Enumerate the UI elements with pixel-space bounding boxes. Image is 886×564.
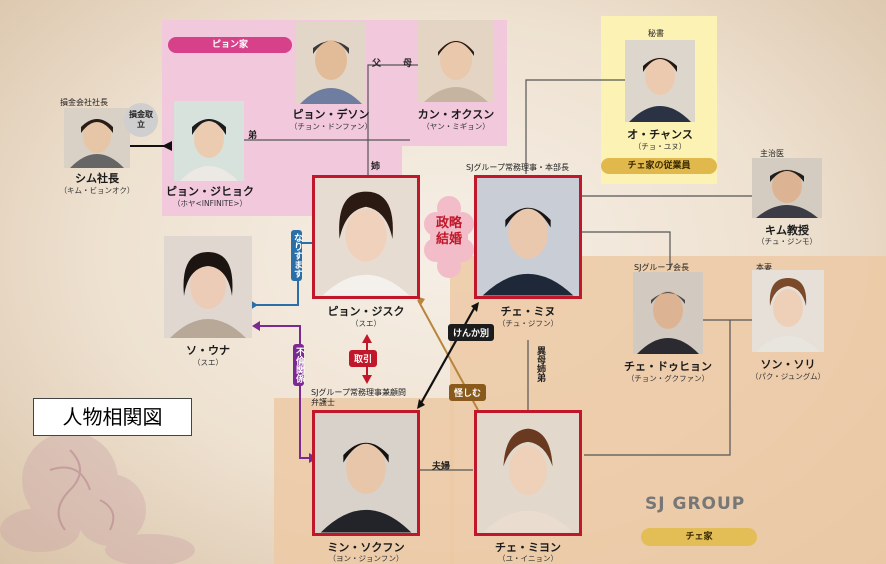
photo-deson bbox=[296, 22, 366, 104]
minu-actor: （チュ・ジフン） bbox=[497, 319, 559, 328]
choi-staff-label: チェ家の従業員 bbox=[601, 158, 717, 174]
dokuritsu-label: 損金取立 bbox=[129, 110, 153, 129]
otouto-label: 弟 bbox=[248, 131, 258, 141]
jisuk-name: ピョン・ジスク bbox=[327, 305, 405, 318]
sori-role: 本妻 bbox=[756, 263, 772, 272]
torihiki-label: 取引 bbox=[349, 350, 378, 367]
una-name: ソ・ウナ bbox=[186, 344, 230, 357]
sj-group-logo: SJ GROUP bbox=[645, 494, 746, 514]
photo-jisuk bbox=[312, 175, 420, 299]
photo-sim bbox=[64, 108, 130, 168]
furin-label: 不倫関係 bbox=[293, 344, 304, 386]
sim-name: シム社長 bbox=[75, 172, 119, 185]
sokhun-actor: （ヨン・ジョンフン） bbox=[328, 554, 404, 563]
photo-sokhun bbox=[312, 410, 420, 536]
okson-name: カン・オクスン bbox=[417, 108, 495, 121]
photo-miyon bbox=[474, 410, 582, 536]
photo-chans bbox=[625, 40, 695, 122]
jihyuk-name: ピョン・ジヒョク bbox=[166, 185, 254, 198]
jisuk-actor: （スエ） bbox=[351, 319, 381, 328]
minu-role: SJグループ常務理事・本部長 bbox=[466, 163, 569, 172]
chart-title: 人物相関図 bbox=[33, 398, 192, 436]
dohyun-role: SJグループ会長 bbox=[634, 263, 689, 272]
ibo-label: 異母姉弟 bbox=[535, 346, 545, 382]
seiryaku-label: 政略結婚 bbox=[435, 216, 462, 247]
ayashimu-label: 怪しむ bbox=[449, 384, 487, 401]
choi-family-label: チェ家 bbox=[641, 528, 757, 546]
chans-role: 秘書 bbox=[648, 29, 664, 38]
photo-kim bbox=[752, 158, 822, 218]
kim-actor: （チュ・ジンモ） bbox=[757, 237, 817, 246]
minu-name: チェ・ミヌ bbox=[500, 305, 556, 318]
kim-role: 主治医 bbox=[760, 149, 784, 158]
sim-actor: （キム・ビョンオク） bbox=[59, 186, 135, 195]
jihyuk-actor: （ホヤ<INFINITE>） bbox=[172, 199, 248, 208]
dohyun-name: チェ・ドゥヒョン bbox=[624, 360, 712, 373]
deson-name: ピョン・デソン bbox=[292, 108, 370, 121]
photo-minu bbox=[474, 175, 582, 299]
rose-decoration bbox=[0, 432, 195, 564]
miyon-name: チェ・ミヨン bbox=[495, 541, 561, 554]
photo-jihyuk bbox=[174, 101, 244, 181]
sori-actor: （パク・ジュングム） bbox=[750, 372, 826, 381]
photo-una bbox=[164, 236, 252, 338]
chans-actor: （チョ・ユヌ） bbox=[633, 142, 687, 151]
okson-actor: （ヤン・ミギョン） bbox=[422, 122, 490, 131]
ane-label: 姉 bbox=[371, 162, 381, 172]
kenka-label: けんか別 bbox=[448, 324, 495, 341]
sokhun-name: ミン・ソクフン bbox=[327, 541, 405, 554]
una-actor: （スエ） bbox=[193, 358, 223, 367]
dohyun-actor: （チョン・グクファン） bbox=[626, 374, 710, 383]
kim-name: キム教授 bbox=[765, 224, 809, 237]
miyon-actor: （ユ・イニョン） bbox=[498, 554, 558, 563]
photo-dohyun bbox=[633, 272, 703, 354]
photo-okson bbox=[418, 20, 494, 102]
pyeon-family-label: ピョン家 bbox=[168, 37, 292, 53]
haha-label: 母 bbox=[403, 59, 413, 69]
fuufu-label: 夫婦 bbox=[432, 462, 451, 472]
narisumasu-label: なりすます bbox=[291, 230, 302, 281]
chichi-label: 父 bbox=[372, 59, 382, 69]
deson-actor: （チョン・ドンファン） bbox=[289, 122, 373, 131]
dokuritsu-badge: 損金取立 bbox=[124, 103, 158, 137]
sori-name: ソン・ソリ bbox=[760, 358, 816, 371]
chans-name: オ・チャンス bbox=[627, 128, 693, 141]
sokhun-role: SJグループ常務理事兼顧問弁護士 bbox=[311, 388, 406, 407]
photo-sori bbox=[752, 270, 824, 352]
seiryaku-flower-icon bbox=[424, 196, 474, 278]
sim-role: 損金会社社長 bbox=[60, 98, 108, 107]
